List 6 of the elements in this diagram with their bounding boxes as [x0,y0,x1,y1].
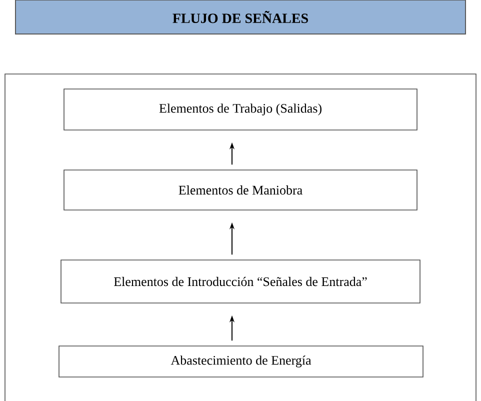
process-box: Abastecimiento de Energía [58,346,424,378]
process-box: Elementos de Trabajo (Salidas) [64,88,418,130]
frame-box [4,74,476,401]
process-box: Elementos de Maniobra [64,170,418,210]
title-band: FLUJO DE SEÑALES [15,0,466,34]
process-box: Elementos de Introducción “Señales de Entrada” [60,260,420,304]
